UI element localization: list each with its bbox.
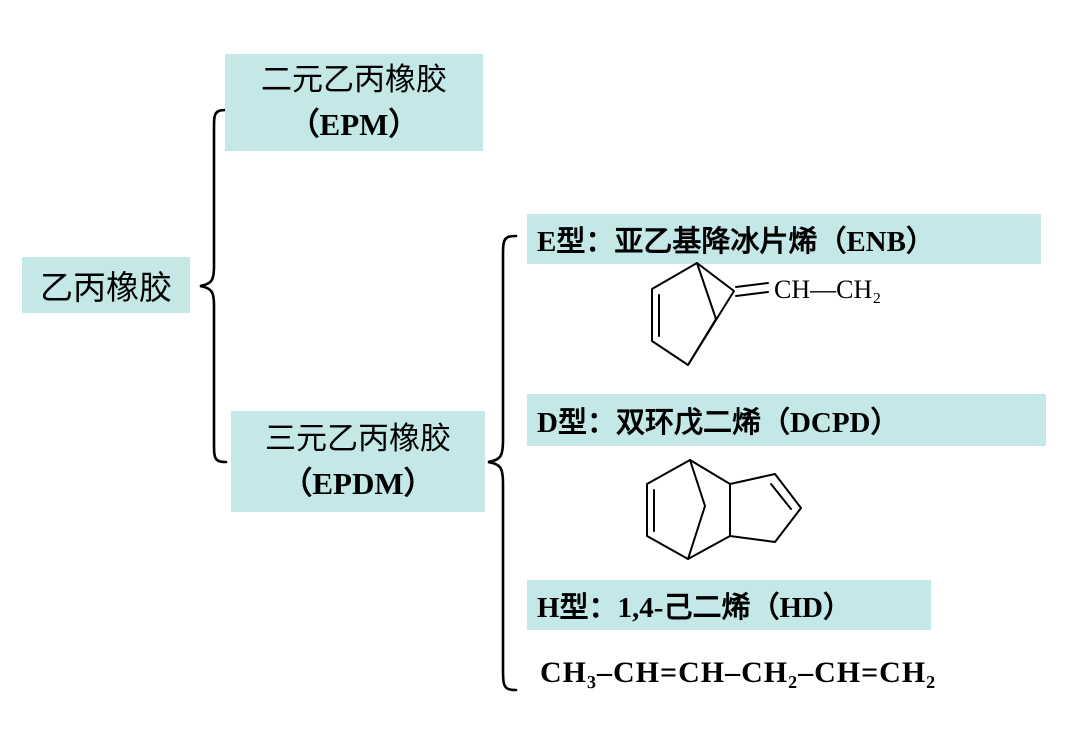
type-h-label: H型：1,4-己二烯（HD） (537, 592, 852, 624)
brace-root-to-branches-icon (199, 108, 228, 464)
brace-epdm-to-types-icon (487, 234, 518, 692)
type-e-row: E型：亚乙基降冰片烯（ENB） (527, 214, 1041, 264)
node-epm-name: 二元乙丙橡胶 (261, 61, 447, 97)
root-node-epr: 乙丙橡胶 (22, 257, 190, 313)
root-node-label: 乙丙橡胶 (40, 271, 172, 307)
node-epm: 二元乙丙橡胶 （EPM） (225, 54, 483, 151)
node-epdm: 三元乙丙橡胶 （EPDM） (231, 411, 485, 512)
node-epm-code: （EPM） (288, 106, 420, 142)
type-d-label: D型：双环戊二烯（DCPD） (537, 407, 900, 439)
node-epdm-name: 三元乙丙橡胶 (265, 420, 451, 456)
type-e-label: E型：亚乙基降冰片烯（ENB） (537, 226, 935, 258)
type-h-row: H型：1,4-己二烯（HD） (527, 580, 931, 630)
type-d-row: D型：双环戊二烯（DCPD） (527, 394, 1046, 446)
enb-pendant-group-label: CH—CH₂ (774, 275, 881, 304)
enb-structure-drawing: CH—CH₂ (651, 262, 881, 366)
node-epdm-code: （EPDM） (281, 465, 435, 501)
hd-formula: CH₃–CH=CH–CH₂–CH=CH₂ (540, 656, 937, 689)
dcpd-structure-drawing (646, 459, 802, 560)
